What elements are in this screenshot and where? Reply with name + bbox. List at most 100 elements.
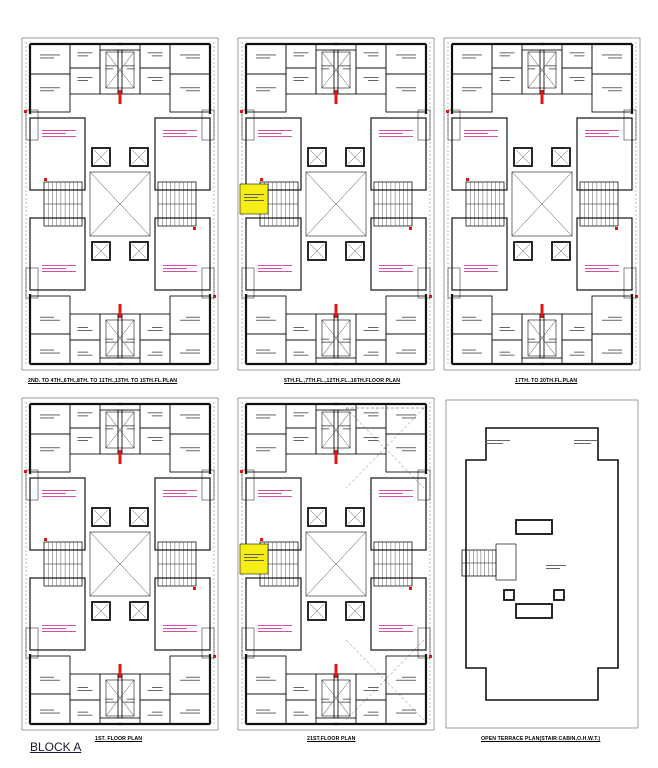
room-label-mark	[40, 316, 54, 318]
room-label-mark	[244, 554, 264, 555]
room-label-mark	[40, 679, 60, 681]
void-cross-icon	[305, 531, 367, 597]
room-label-mark	[602, 352, 622, 354]
room-label-mark	[396, 679, 416, 681]
room-label-mark	[548, 68, 557, 70]
room-label-mark	[379, 493, 403, 494]
room-label-mark	[464, 265, 498, 266]
plan-frame	[237, 397, 435, 731]
shaft-accent	[409, 227, 412, 230]
room-label-mark	[77, 327, 88, 328]
room-label-mark	[608, 349, 622, 351]
apartment-unit	[539, 267, 637, 366]
room-label-mark	[499, 55, 510, 57]
room-label-mark	[40, 349, 54, 351]
room-label-mark	[293, 52, 309, 54]
apartment-unit	[117, 627, 215, 726]
room-label-mark	[569, 77, 585, 78]
room-label-mark	[40, 87, 60, 89]
room-label-mark	[126, 428, 135, 430]
shaft-accent	[118, 304, 122, 318]
room-label-mark	[256, 709, 270, 711]
void-cross-icon	[105, 319, 135, 357]
room-label-mark	[186, 676, 200, 678]
room-label-mark	[402, 417, 416, 419]
refuge-area-highlight	[239, 543, 269, 575]
room-label-mark	[293, 327, 304, 328]
room-label-mark	[256, 414, 276, 416]
room-label-mark	[77, 711, 88, 713]
room-label-mark	[77, 330, 93, 331]
room-label-mark	[527, 68, 536, 70]
caption-plan-4: 1ST. FLOOR PLAN	[95, 736, 143, 742]
room-label-mark	[462, 349, 476, 351]
room-label-mark	[379, 496, 413, 497]
room-label-mark	[293, 714, 309, 716]
room-label-mark	[163, 265, 197, 266]
room-label-mark	[42, 265, 76, 266]
room-label-mark	[585, 130, 619, 131]
room-label-mark	[77, 415, 88, 417]
room-label-mark	[256, 447, 276, 449]
room-label-mark	[574, 440, 598, 441]
caption-plan-1: 2ND. TO 4TH.,6TH.,8TH. TO 11TH.,13TH. TO…	[28, 378, 178, 384]
shaft-accent	[409, 587, 412, 590]
room-label-mark	[363, 690, 379, 691]
room-label-mark	[396, 414, 416, 416]
room-label-mark	[256, 712, 276, 714]
room-label-mark	[574, 443, 591, 444]
room-label-mark	[402, 90, 416, 92]
room-label-mark	[256, 316, 270, 318]
room-label-mark	[244, 560, 264, 561]
room-label-mark	[244, 557, 258, 558]
room-label-mark	[363, 354, 379, 356]
room-label-mark	[293, 711, 304, 713]
room-label-mark	[321, 428, 330, 430]
room-label-mark	[256, 679, 276, 681]
room-label-mark	[464, 130, 498, 131]
void-cross-icon	[511, 171, 573, 237]
room-label-mark	[585, 265, 619, 266]
room-label-mark	[379, 625, 413, 626]
lift-icon	[513, 241, 533, 261]
void-cross-icon	[89, 171, 151, 237]
room-label-mark	[105, 701, 117, 703]
room-label-mark	[180, 414, 200, 416]
room-label-mark	[147, 77, 163, 78]
room-label-mark	[293, 354, 309, 356]
room-label-mark	[499, 52, 515, 54]
lift-icon	[551, 147, 571, 167]
room-label-mark	[339, 65, 351, 67]
shaft-accent	[44, 178, 47, 181]
floor-plan-1	[21, 37, 219, 371]
room-label-mark	[163, 628, 187, 629]
room-label-mark	[77, 52, 93, 54]
apartment-unit	[117, 42, 215, 141]
room-label-mark	[258, 628, 282, 629]
room-label-mark	[321, 68, 330, 70]
shaft-accent	[118, 450, 122, 464]
apartment-unit	[25, 267, 123, 366]
room-label-mark	[293, 77, 309, 78]
room-label-mark	[368, 351, 379, 353]
room-label-mark	[180, 447, 200, 449]
room-label-mark	[379, 631, 413, 632]
room-label-mark	[105, 425, 117, 427]
stair-icon	[43, 181, 83, 227]
room-label-mark	[546, 565, 566, 566]
lift-icon	[307, 601, 327, 621]
room-label-mark	[545, 341, 557, 343]
room-label-mark	[363, 714, 379, 716]
room-label-mark	[152, 711, 163, 713]
terrace-plan	[445, 399, 639, 729]
room-label-mark	[486, 440, 510, 441]
room-label-mark	[379, 265, 413, 266]
room-label-mark	[396, 712, 416, 714]
room-label-mark	[40, 414, 60, 416]
stair-icon	[579, 181, 619, 227]
room-label-mark	[186, 349, 200, 351]
room-label-mark	[77, 412, 93, 414]
room-label-mark	[42, 130, 76, 131]
room-label-mark	[379, 268, 403, 269]
apartment-unit	[539, 42, 637, 141]
